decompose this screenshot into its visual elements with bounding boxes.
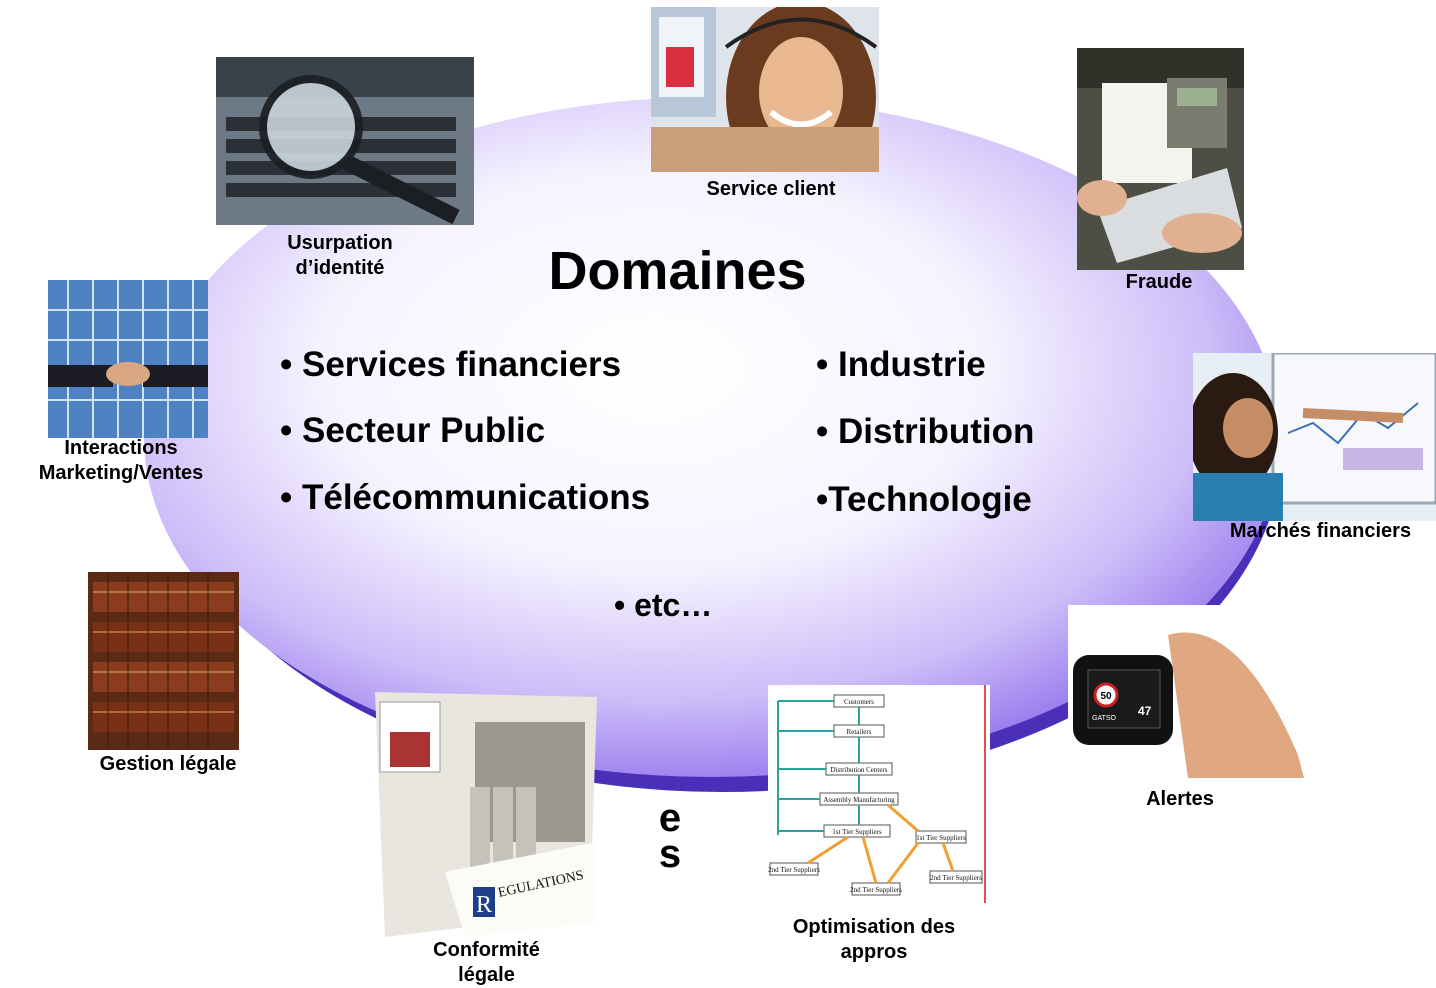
optimisation-photo: Customers Retailers Distribution Centers… <box>768 685 990 903</box>
domain-etc: • etc… <box>614 587 713 623</box>
newspaper-letter: R <box>476 892 492 918</box>
fraude-photo <box>1077 48 1244 270</box>
flow-box-9: 2nd Tier Suppliers <box>930 874 982 882</box>
interactions-caption: Interactions Marketing/Ventes <box>8 436 234 486</box>
device-eta: 47 <box>1138 704 1152 718</box>
flow-box-1: Customers <box>844 698 874 706</box>
conformite-line1: Conformité <box>433 939 540 961</box>
flow-box-6: 1st Tier Suppliers <box>916 834 966 842</box>
flow-box-4: Assembly Manufacturing <box>823 796 895 804</box>
slide-title: Domaines <box>548 241 807 301</box>
device-brand: GATSO <box>1092 715 1117 722</box>
conformite-line2: légale <box>458 964 515 986</box>
flow-box-7: 2nd Tier Suppliers <box>768 866 820 874</box>
usurpation-caption: Usurpation d’identité <box>260 231 420 281</box>
domain-services-financiers: • Services financiers <box>280 345 622 384</box>
optimisation-line1: Optimisation des <box>792 916 956 938</box>
optimisation-line2: appros <box>840 941 908 963</box>
service-client-caption: Service client <box>706 178 836 200</box>
usurpation-line2: d’identité <box>295 257 385 279</box>
domain-telecommunications: • Télécommunications <box>280 478 651 517</box>
flow-box-3: Distribution Centers <box>831 766 888 774</box>
gestion-caption: Gestion légale <box>99 753 237 775</box>
interactions-line1: Interactions <box>64 437 178 459</box>
vertical-text-fragment: e s <box>658 800 682 876</box>
device-speed: 50 <box>1100 691 1112 702</box>
flow-box-5: 1st Tier Suppliers <box>832 828 882 836</box>
flow-box-8: 2nd Tier Suppliers <box>850 886 902 894</box>
alertes-caption: Alertes <box>1146 788 1214 810</box>
service-client-photo <box>651 7 879 172</box>
marches-photo <box>1193 353 1436 521</box>
domain-distribution: • Distribution <box>816 412 1035 451</box>
alertes-photo: 50 47 GATSO <box>1068 605 1304 778</box>
fraude-caption: Fraude <box>1125 271 1193 293</box>
usurpation-line1: Usurpation <box>287 232 393 254</box>
marches-caption: Marchés financiers <box>1229 520 1412 542</box>
gestion-photo <box>88 572 239 750</box>
domain-secteur-public: • Secteur Public <box>280 411 546 450</box>
flow-box-2: Retailers <box>847 728 872 736</box>
domain-technologie: •Technologie <box>816 480 1032 519</box>
interactions-line2: Marketing/Ventes <box>38 462 204 484</box>
usurpation-photo <box>216 57 474 225</box>
conformite-caption: Conformité légale <box>414 938 559 988</box>
interactions-photo <box>48 280 208 438</box>
optimisation-caption: Optimisation des appros <box>764 915 984 965</box>
domain-industrie: • Industrie <box>816 345 986 384</box>
conformite-photo: R EGULATIONS <box>375 692 597 937</box>
